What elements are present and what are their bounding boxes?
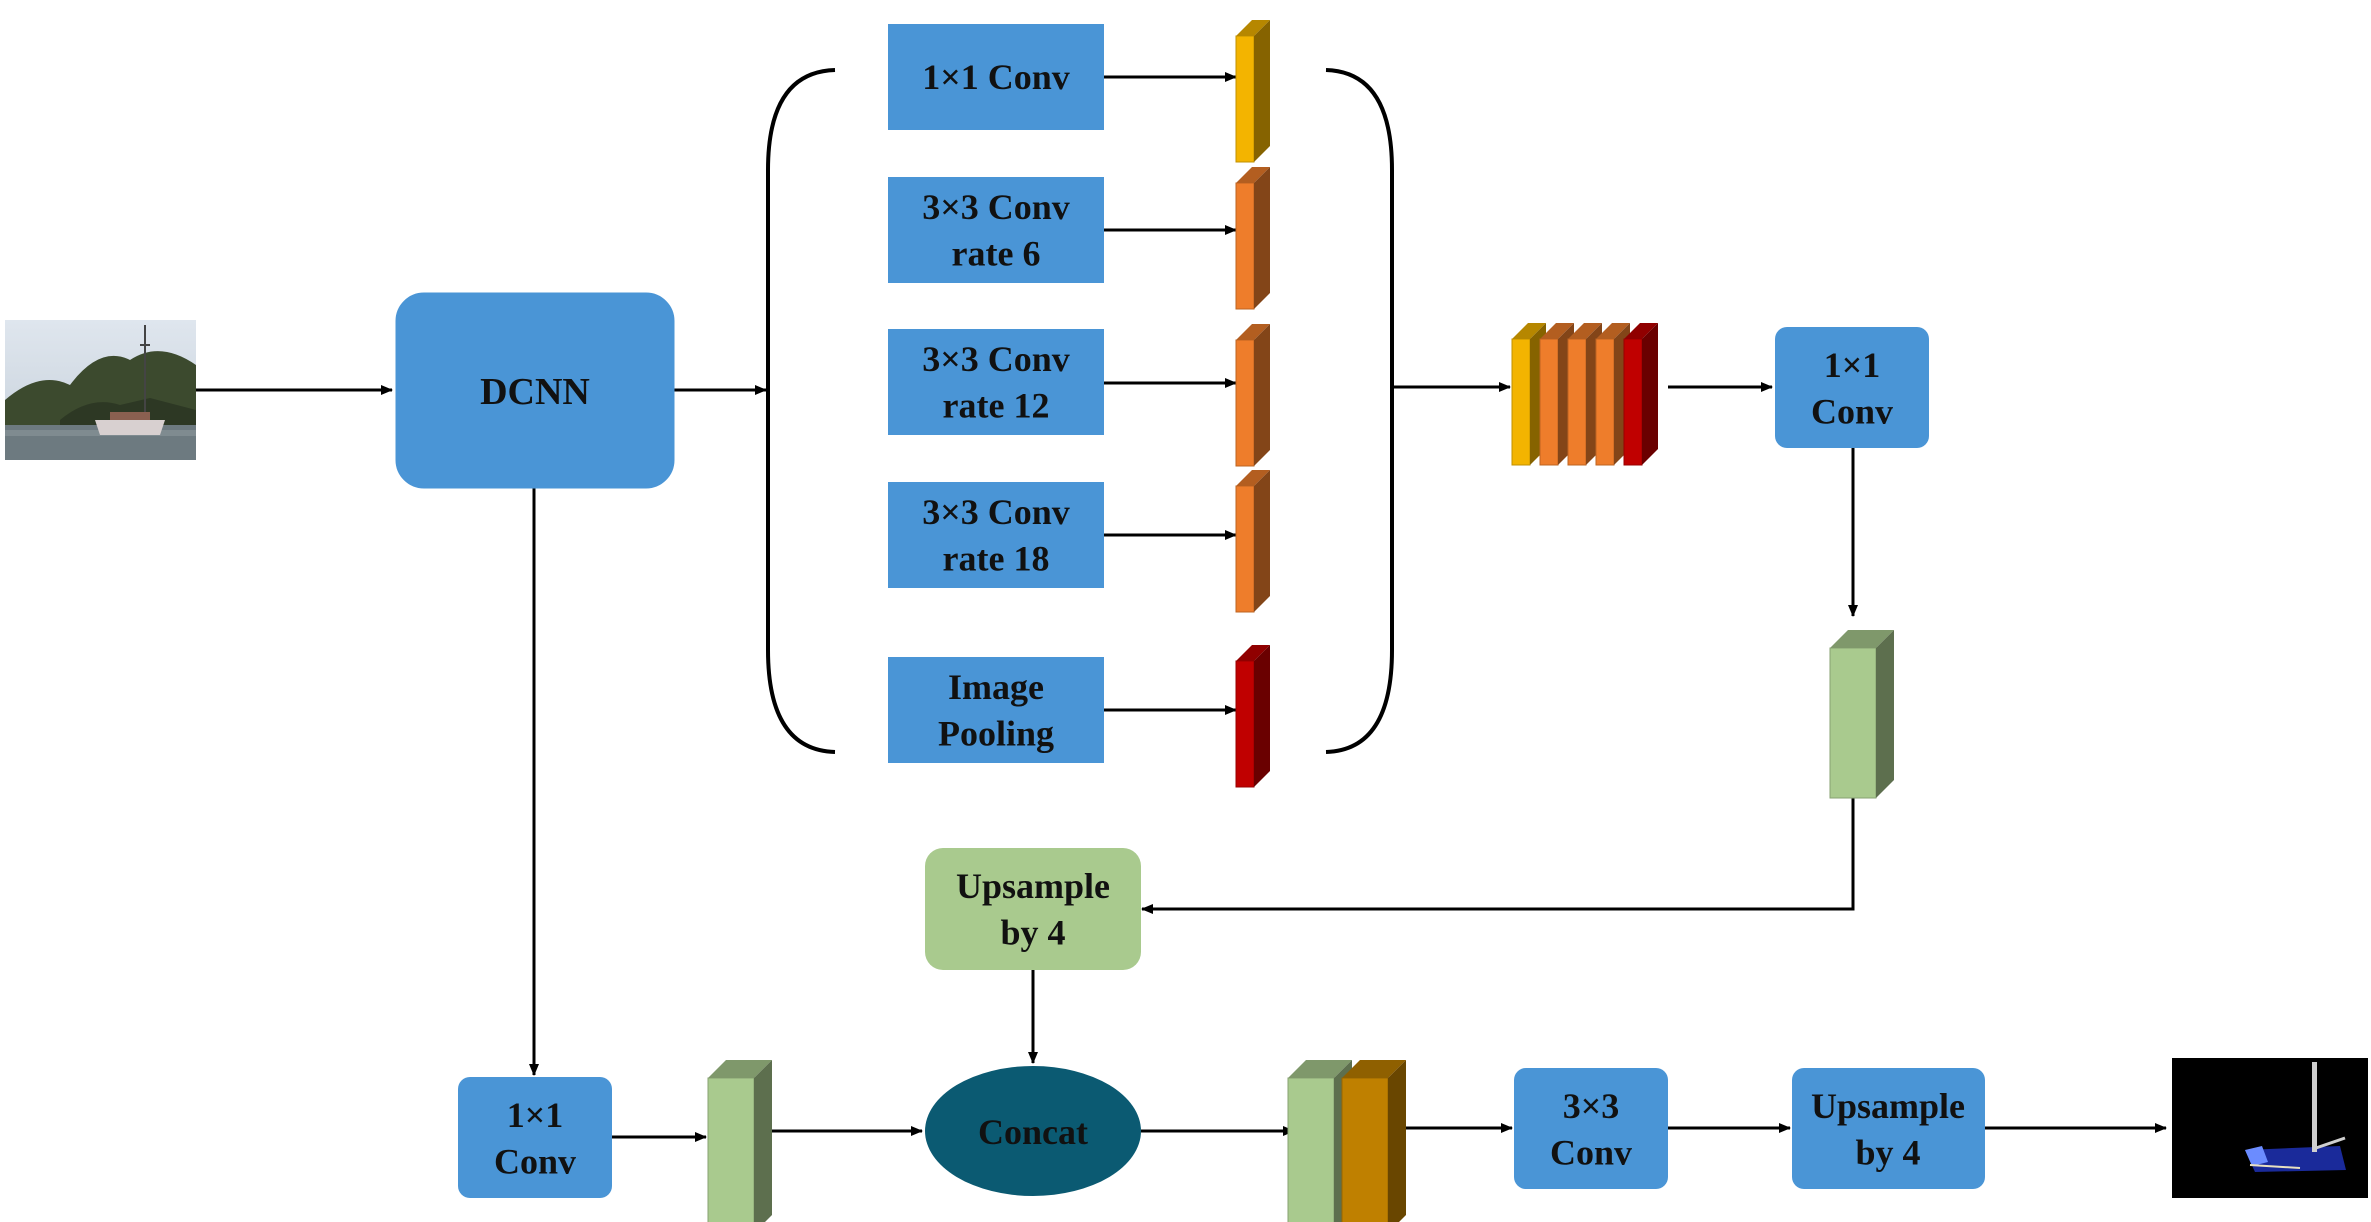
label-line: by 4 [1855, 1132, 1920, 1172]
aspp-conv3x3-rate18-block[interactable]: 3×3 Conv rate 18 [888, 482, 1104, 588]
label-line: 3×3 [1563, 1086, 1620, 1126]
upsample-by4-block-bottom[interactable]: Upsample by 4 [1792, 1068, 1985, 1189]
label-line: Pooling [938, 713, 1054, 753]
feature-map-pooling [1235, 645, 1270, 788]
label-line: Upsample [1811, 1086, 1965, 1126]
aspp-left-bracket [766, 68, 836, 754]
stacked-feature-5 [1623, 323, 1658, 466]
feature-map-rate12 [1235, 324, 1270, 467]
aspp-brackets [766, 68, 1394, 754]
label-line: 1×1 [1824, 345, 1881, 385]
aspp-conv3x3-rate12-block[interactable]: 3×3 Conv rate 12 [888, 329, 1104, 435]
dcnn-block[interactable]: DCNN [395, 292, 675, 489]
label-line: Upsample [956, 866, 1110, 906]
label-line: Concat [978, 1112, 1088, 1152]
label-line: 3×3 Conv [922, 187, 1070, 227]
label-line: by 4 [1000, 912, 1065, 952]
feature-map-conv1x1 [1235, 20, 1270, 163]
concat-node[interactable]: Concat [925, 1066, 1141, 1196]
label-line: Image [948, 667, 1044, 707]
low-level-feature [707, 1060, 772, 1222]
aspp-conv1x1-block[interactable]: 1×1 Conv [888, 24, 1104, 130]
feature-map-rate6 [1235, 167, 1270, 310]
svg-text:Concat: Concat [978, 1112, 1088, 1152]
svg-text:DCNN: DCNN [480, 371, 590, 413]
aspp-right-bracket [1325, 68, 1394, 754]
aspp-conv3x3-rate6-block[interactable]: 3×3 Conv rate 6 [888, 177, 1104, 283]
upsample-by4-block-top[interactable]: Upsample by 4 [925, 848, 1141, 970]
svg-text:1×1 Conv: 1×1 Conv [922, 57, 1070, 97]
label-line: Conv [1550, 1132, 1632, 1172]
label-line: Conv [1811, 391, 1893, 431]
stacked-feature-4 [1595, 323, 1630, 466]
label-line: 3×3 Conv [922, 339, 1070, 379]
feature-maps [707, 20, 1894, 1222]
label-line: 3×3 Conv [922, 492, 1070, 532]
label-line: Conv [494, 1141, 576, 1181]
label-line: DCNN [480, 371, 590, 413]
output-mask-icon [2172, 1058, 2368, 1198]
label-line: 1×1 [507, 1095, 564, 1135]
concat-feature-gold [1341, 1060, 1406, 1222]
label-line: rate 12 [943, 385, 1050, 425]
input-image-icon [5, 320, 196, 460]
label-line: 1×1 Conv [922, 57, 1070, 97]
arrow-feature-to-upsample [1141, 780, 1855, 914]
connectors [196, 72, 2167, 1142]
label-line: rate 6 [952, 233, 1041, 273]
label-line: rate 18 [943, 538, 1050, 578]
feature-map-rate18 [1235, 470, 1270, 613]
encoder-output-feature [1829, 630, 1894, 799]
